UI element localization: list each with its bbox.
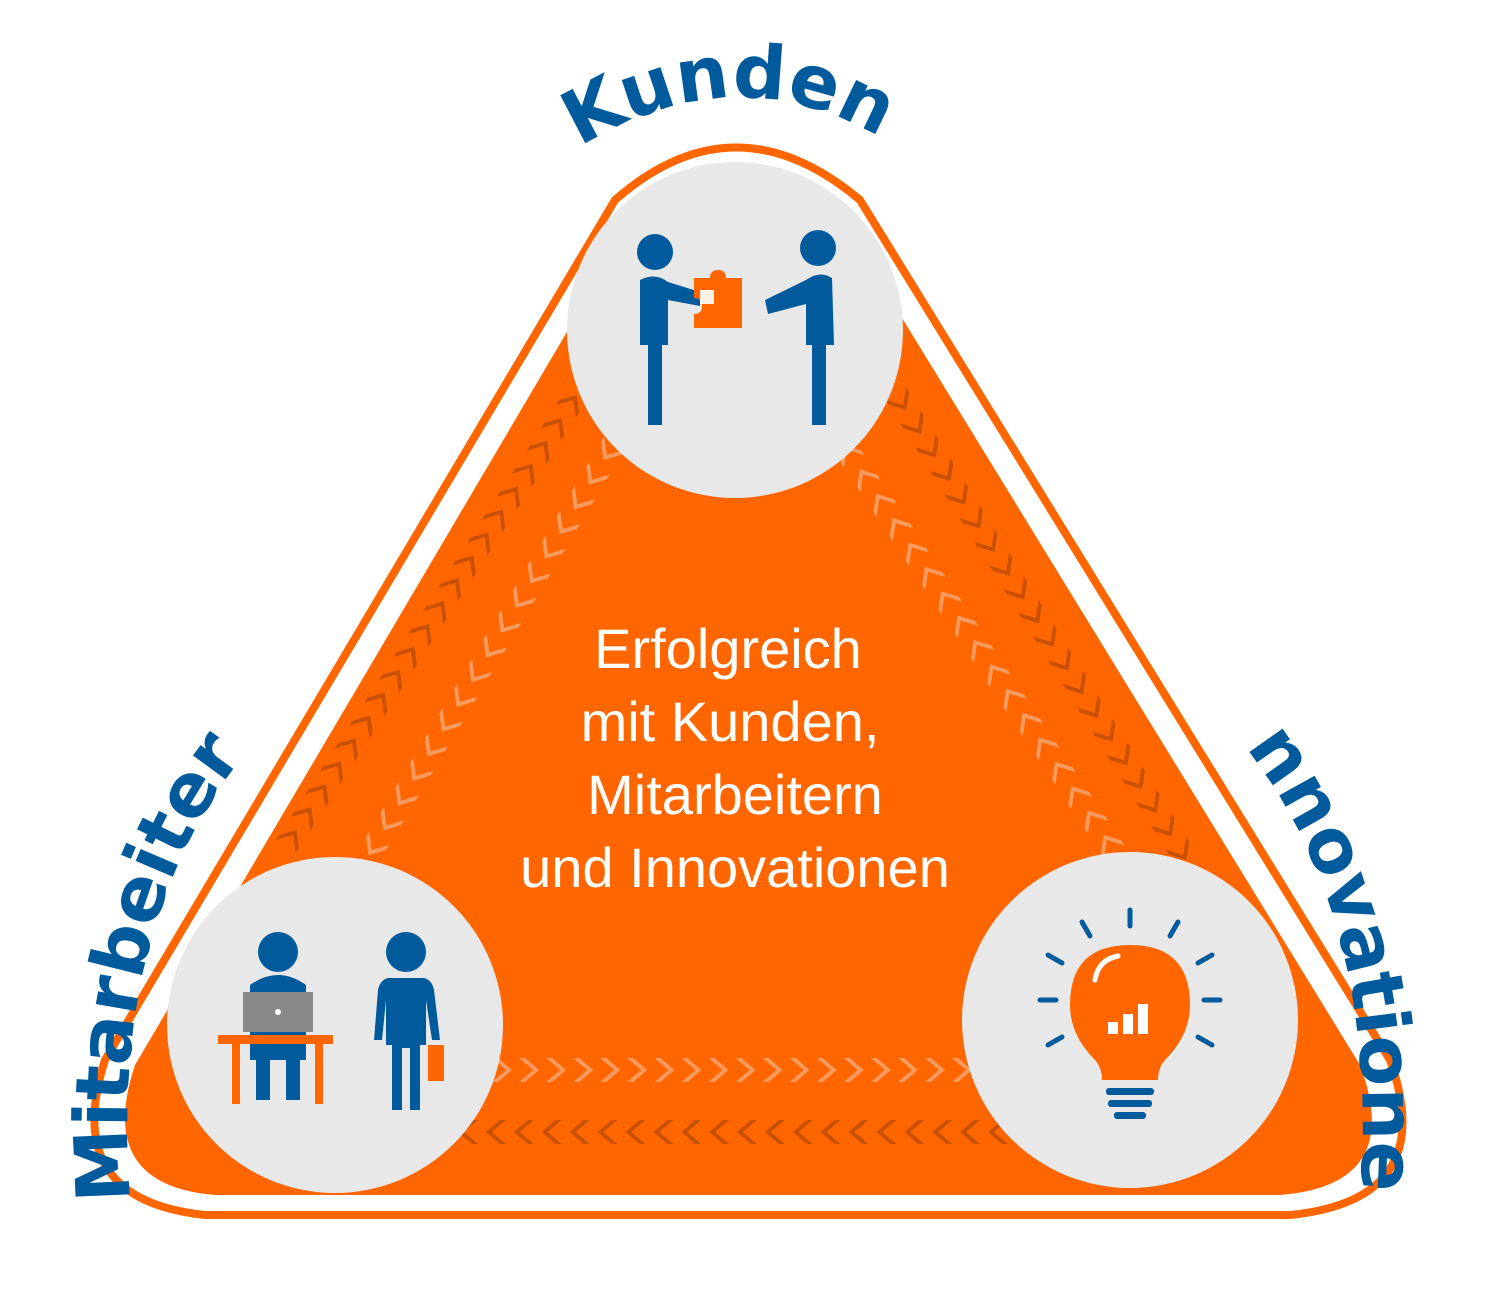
handshake-puzzle-icon [637,230,836,425]
center-text-line-4: und Innovationen [520,836,950,899]
top-circle [567,162,903,498]
center-text-line-2: mit Kunden, [581,690,880,753]
center-text-line-3: Mitarbeitern [587,763,883,826]
center-text: Erfolgreich mit Kunden, Mitarbeitern und… [520,617,950,899]
outer-outline [90,143,1407,1219]
left-circle [167,857,503,1193]
employees-desk-icon [218,932,444,1110]
lightbulb-chart-icon [1037,907,1223,1119]
center-text-line-1: Erfolgreich [594,617,862,680]
label-kunden: Kunden [548,28,910,162]
